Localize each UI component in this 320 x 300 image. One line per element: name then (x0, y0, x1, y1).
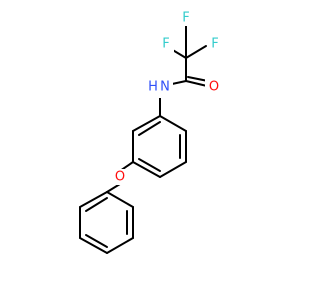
bond-cf3-f-top-right (185, 45, 207, 59)
bond-carbonyl-oxygen-1 (185, 80, 208, 87)
bond-ring2-f (79, 191, 108, 208)
ether-oxygen-label: O (115, 170, 125, 185)
nitrogen-label: N (160, 80, 170, 95)
bond-ring2-d (79, 237, 108, 254)
chemical-structure-diagram: F F F O H N O (79, 10, 223, 254)
bond-ring1-a (159, 115, 187, 132)
bond-carbonyl-oxygen-2 (187, 76, 209, 82)
bond-ring1-inner-c (138, 121, 161, 136)
atom-labels: F F F O H N O (112, 10, 223, 185)
hydrogen-label: H (148, 80, 158, 95)
bond-ring2-a (106, 191, 134, 208)
bond-carbonyl-nitrogen (171, 80, 187, 85)
bond-ring2-inner-b (85, 234, 108, 248)
bonds (79, 25, 209, 254)
bond-ring1-f (132, 115, 161, 132)
fluorine-label-3: F (182, 11, 189, 26)
bond-ring2-c (106, 237, 134, 254)
bond-ring1-c (159, 161, 187, 178)
bond-ring1-inner-b (138, 158, 161, 172)
fluorine-label-1: F (162, 37, 169, 52)
bond-ether-oxygen-ring2 (106, 183, 121, 193)
bond-ring1-d (132, 161, 161, 178)
fluorine-label-2: F (211, 37, 218, 52)
carbonyl-oxygen-label: O (209, 80, 219, 95)
bond-ring2-inner-c (85, 197, 108, 212)
